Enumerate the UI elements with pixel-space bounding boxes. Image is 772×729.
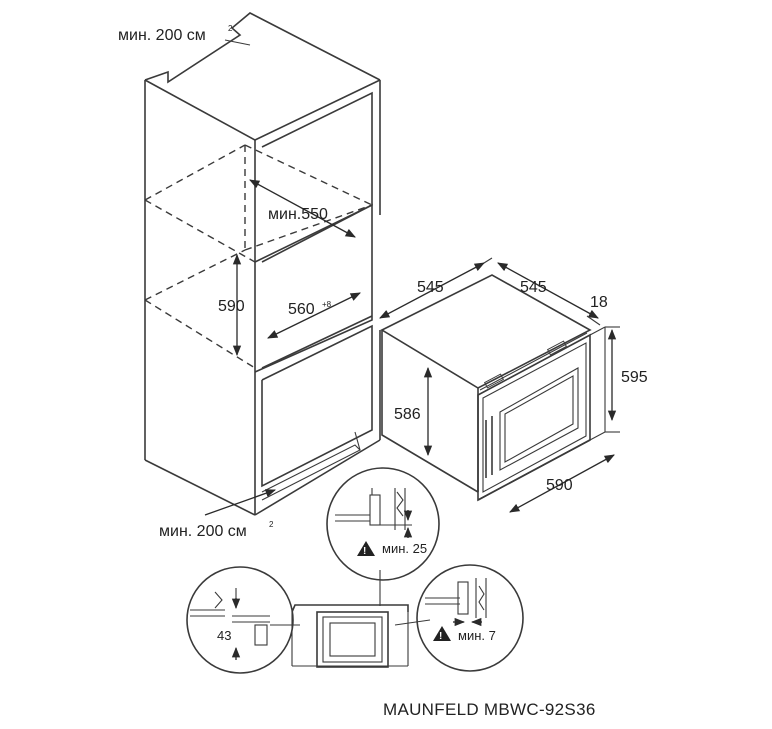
height-body-label: 586 <box>394 406 421 423</box>
model-label: MAUNFELD MBWC-92S36 <box>383 700 596 719</box>
height-total-label: 595 <box>621 369 648 386</box>
niche-depth-label: мин.550 <box>268 206 328 223</box>
niche-width-label: 560 <box>288 301 315 318</box>
appliance-labels: 545 545 18 595 586 590 <box>394 279 648 494</box>
niche-height-label: 590 <box>218 298 245 315</box>
cabinet-labels: мин. 200 см 2 мин.550 590 560 +8 мин. 20… <box>118 24 332 540</box>
cabinet-dimensions <box>204 39 361 516</box>
vent-bottom-label: мин. 200 см <box>159 523 247 540</box>
appliance-dimensions <box>379 257 620 513</box>
vent-top-label: мин. 200 см <box>118 27 206 44</box>
vent-bottom-sup: 2 <box>269 520 274 529</box>
width-top-label: 545 <box>520 279 547 296</box>
svg-text:!: ! <box>439 631 442 642</box>
bottom-offset-label: 43 <box>217 628 231 643</box>
installation-frame <box>270 570 431 668</box>
depth-label: 545 <box>417 279 444 296</box>
top-clearance-label: мин. 25 <box>382 541 427 556</box>
side-clearance-label: мин. 7 <box>458 628 496 643</box>
vent-top-sup: 2 <box>228 24 233 33</box>
door-thickness-label: 18 <box>590 294 608 311</box>
svg-text:!: ! <box>363 546 366 557</box>
niche-width-tolerance: +8 <box>322 300 332 309</box>
wine-cooler-appliance <box>380 274 606 502</box>
width-front-label: 590 <box>546 477 573 494</box>
detail-top-clearance: ! мин. 25 <box>326 467 440 581</box>
detail-side-clearance: ! мин. 7 <box>416 564 524 672</box>
tall-cabinet <box>144 12 381 516</box>
detail-bottom-offset: 43 <box>186 566 294 674</box>
